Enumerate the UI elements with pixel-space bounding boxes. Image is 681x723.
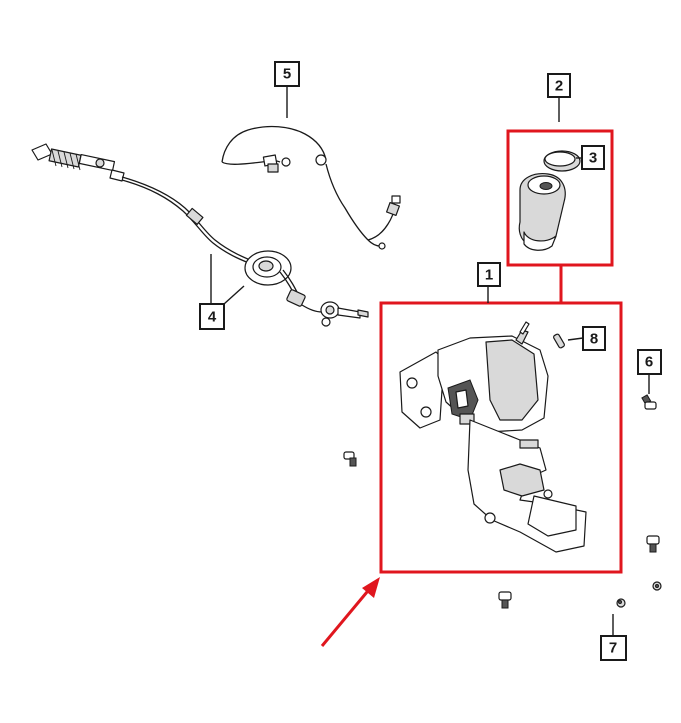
callout-1[interactable]: 1: [477, 262, 501, 287]
callout-8[interactable]: 8: [582, 326, 606, 351]
shifter-assembly[interactable]: [399, 321, 587, 553]
svg-text:5: 5: [283, 66, 291, 83]
shift-knob[interactable]: [518, 173, 566, 251]
fastener-bolt-bottom[interactable]: [498, 591, 512, 609]
fastener-bolt-right-lower[interactable]: [646, 535, 660, 553]
wiring-harness[interactable]: [221, 125, 401, 250]
svg-text:2: 2: [555, 78, 563, 95]
svg-text:4: 4: [208, 309, 217, 326]
callout-7[interactable]: 7: [600, 635, 627, 661]
fastener-nut-7[interactable]: [616, 598, 626, 608]
fastener-bolt-6[interactable]: [641, 394, 657, 410]
highlight-box-shifter: [379, 301, 623, 574]
fastener-nut-right[interactable]: [652, 581, 662, 591]
callout-3[interactable]: 3: [581, 145, 605, 170]
callout-6[interactable]: 6: [637, 349, 662, 375]
shifter-cable[interactable]: [31, 143, 369, 327]
pin[interactable]: [553, 333, 565, 349]
leader-8: [567, 337, 584, 341]
leader-4b: [223, 285, 245, 305]
callout-4[interactable]: 4: [199, 303, 225, 330]
svg-text:1: 1: [485, 267, 493, 284]
svg-text:7: 7: [609, 640, 617, 657]
shift-knob-cap[interactable]: [543, 150, 581, 172]
callout-5[interactable]: 5: [274, 61, 300, 87]
svg-text:3: 3: [589, 150, 597, 167]
red-pointer-arrow-icon: [320, 577, 380, 647]
svg-text:6: 6: [645, 354, 653, 371]
fastener-bolt-left[interactable]: [343, 451, 357, 467]
callout-2[interactable]: 2: [547, 73, 571, 98]
svg-text:8: 8: [590, 331, 598, 348]
